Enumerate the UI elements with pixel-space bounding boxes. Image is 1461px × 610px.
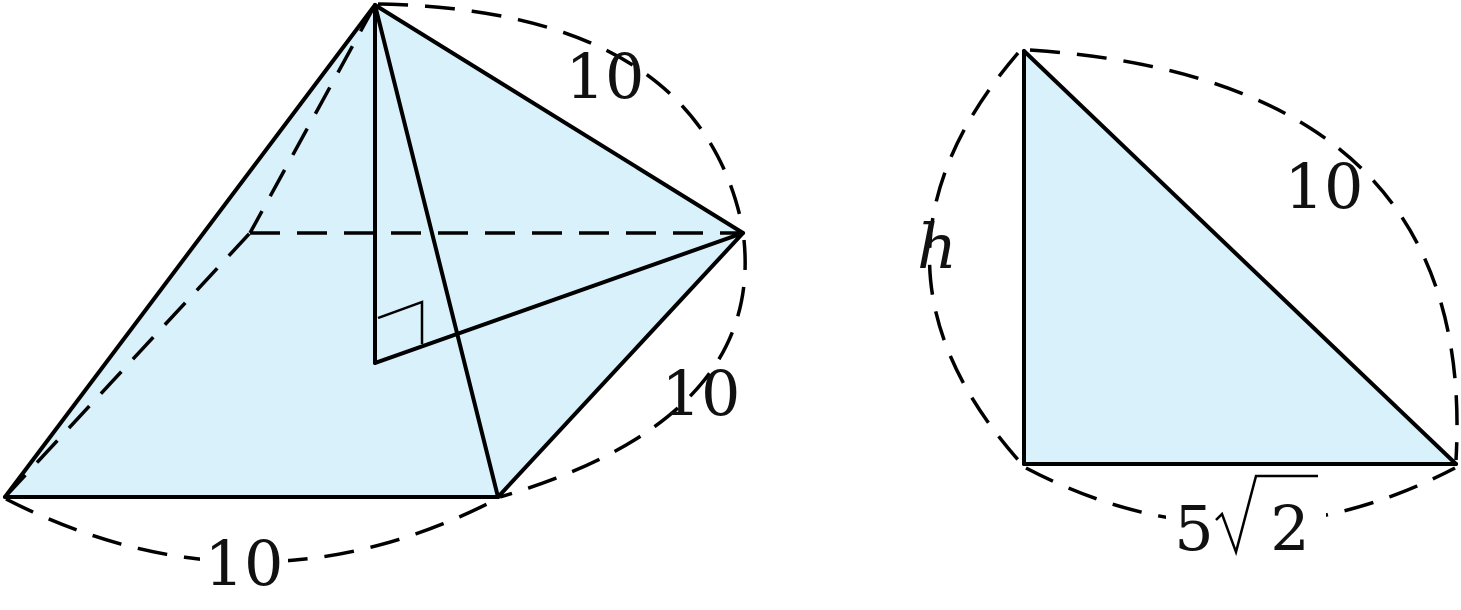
label-base-radicand: 2 bbox=[1270, 492, 1309, 565]
pyramid-edge-right bbox=[373, 3, 745, 235]
pyramid-base-right bbox=[496, 231, 745, 499]
dimension-arc-slant-edge bbox=[377, 2, 745, 231]
right-angle-marker bbox=[377, 300, 424, 344]
pyramid-edge-front bbox=[373, 3, 500, 499]
label-base-coefficient: 5 bbox=[1174, 492, 1213, 565]
label-slant-edge: 10 bbox=[566, 40, 645, 113]
label-height: h bbox=[917, 210, 957, 283]
pyramid-hidden-edge-back-left bbox=[248, 4, 377, 234]
dimension-arc-hypotenuse bbox=[1029, 48, 1459, 461]
dimension-arc-side-edge bbox=[499, 239, 747, 499]
label-base-edge: 10 bbox=[205, 527, 284, 600]
label-base: 5 2 bbox=[1166, 470, 1326, 565]
triangle-figure: 10 h 5 2 bbox=[917, 48, 1459, 565]
triangle-hypotenuse-edge bbox=[1022, 49, 1458, 466]
label-hypotenuse: 10 bbox=[1285, 150, 1364, 223]
dimension-arc-height bbox=[927, 51, 1022, 464]
label-side-edge: 10 bbox=[662, 357, 741, 430]
dimension-arc-base bbox=[1025, 466, 1456, 526]
label-base-edge-backdrop bbox=[200, 538, 288, 596]
pyramid-edge-left bbox=[3, 3, 377, 499]
pyramid-hidden-edge-base-left bbox=[3, 231, 252, 499]
pyramid-figure: 10 10 10 bbox=[3, 2, 747, 600]
pyramid-half-diagonal bbox=[373, 231, 745, 365]
radical-sign bbox=[1215, 474, 1318, 557]
